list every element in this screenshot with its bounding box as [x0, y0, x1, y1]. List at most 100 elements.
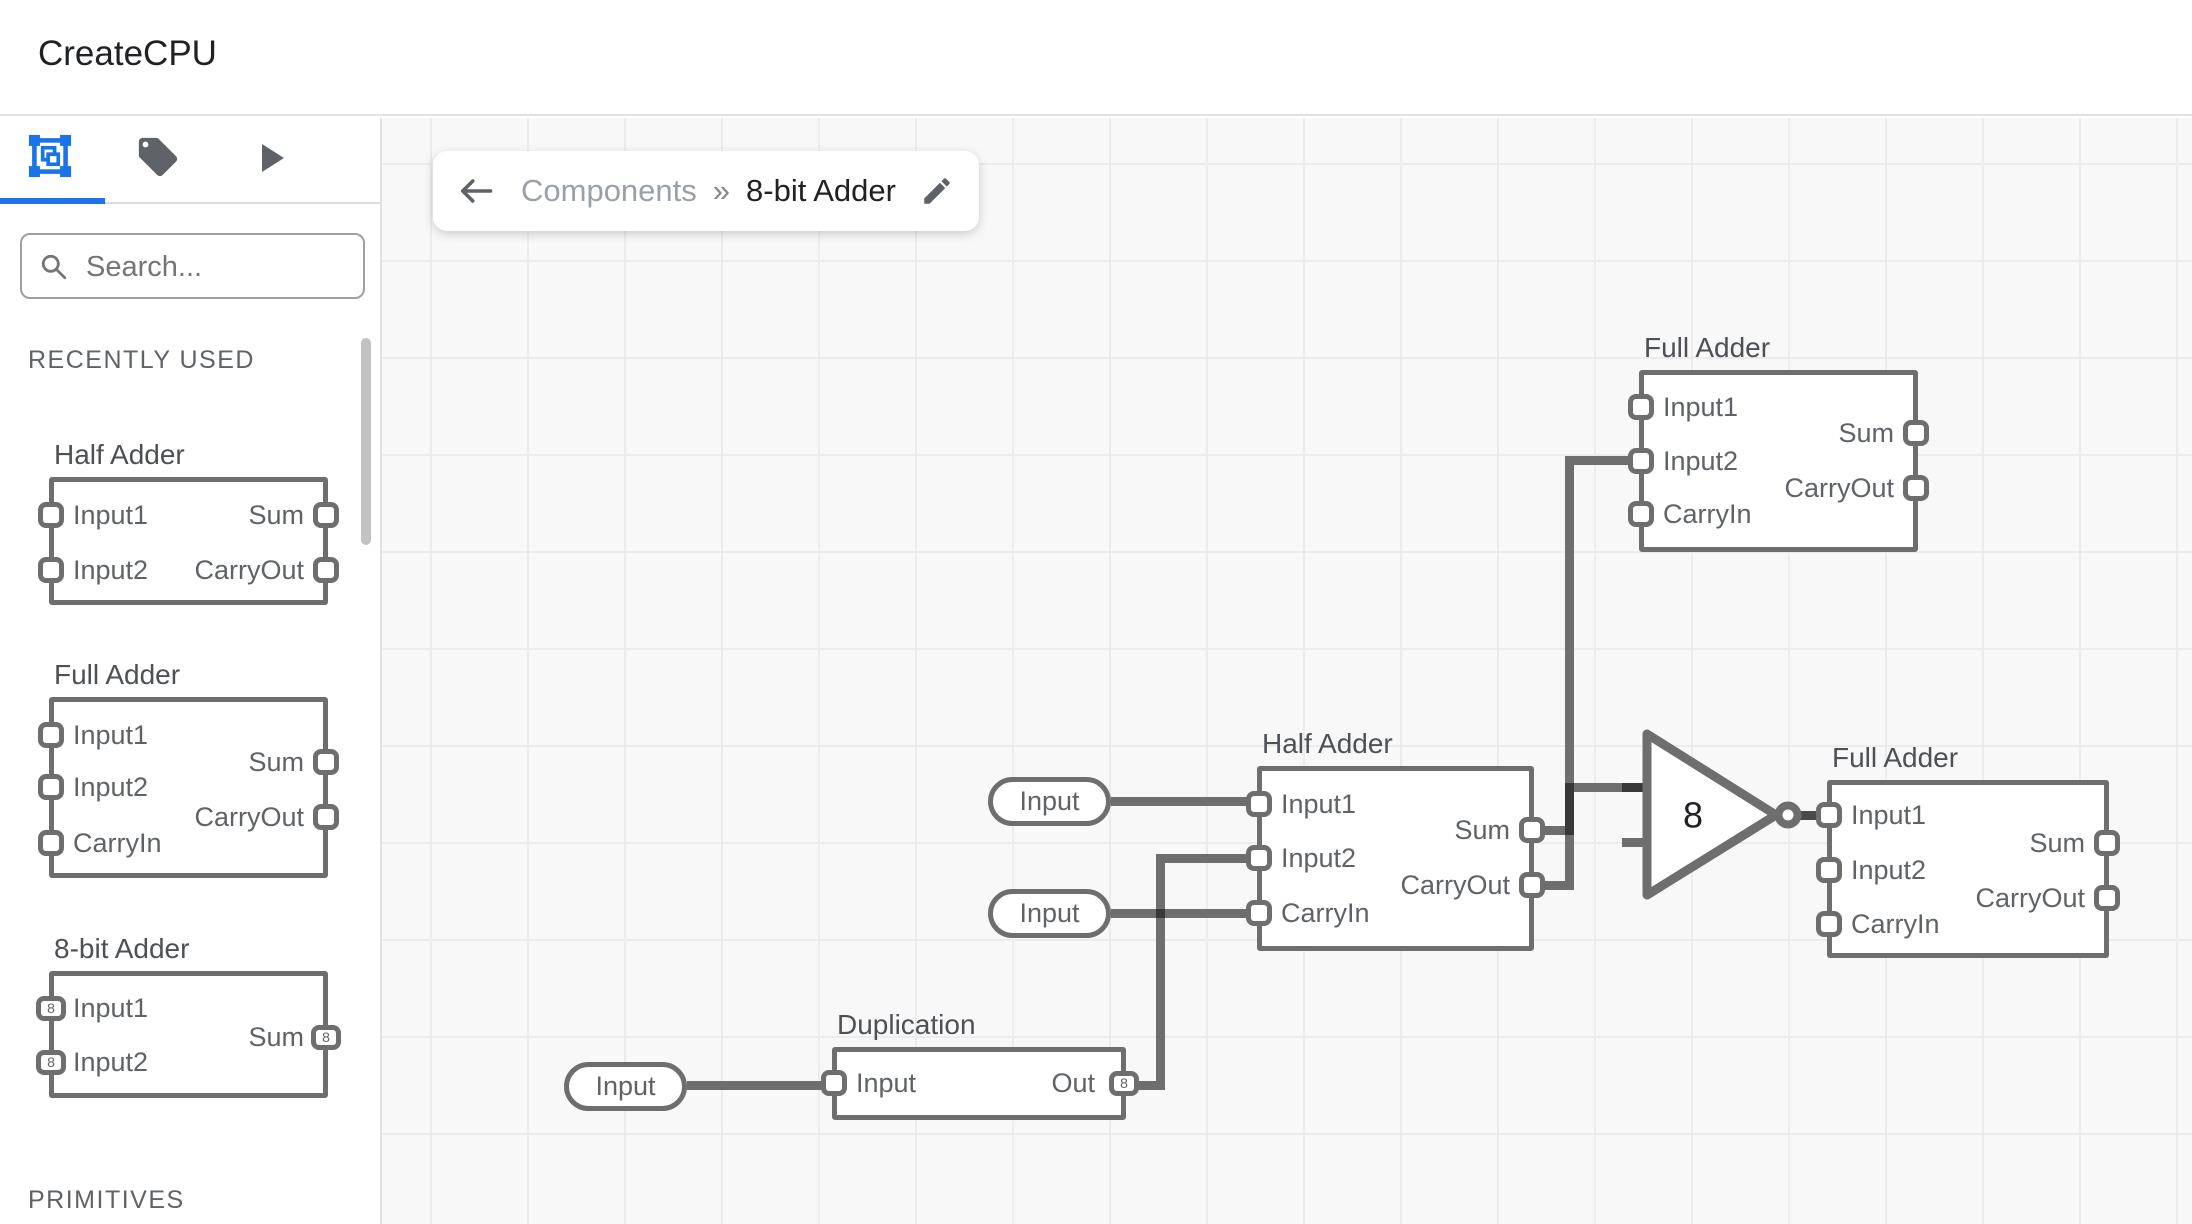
wire-crossing	[1156, 909, 1165, 918]
node-full-adder-top[interactable]: Full Adder Input1 Input2 CarryIn Sum Car…	[1628, 332, 1929, 552]
wire[interactable]	[1156, 854, 1165, 1090]
port-label: Sum	[248, 747, 304, 777]
port-input2[interactable]	[1246, 845, 1272, 871]
wire[interactable]	[1534, 881, 1574, 890]
port-label: Sum	[2029, 828, 2085, 858]
port-input2[interactable]	[1628, 448, 1654, 474]
node-half-adder[interactable]: Half Adder Input1 Input2 CarryIn Sum Car…	[1246, 728, 1545, 951]
wire[interactable]	[1111, 797, 1257, 806]
component-title: 8-bit Adder	[54, 933, 190, 964]
port-input2[interactable]	[1816, 857, 1842, 883]
port-label: Input2	[73, 772, 149, 802]
port-label: Input1	[73, 993, 149, 1023]
port-label: Input1	[1851, 800, 1927, 830]
not-gate-8bit[interactable]: 8	[1638, 725, 1818, 905]
gate-bubble	[1774, 801, 1802, 829]
port-label: Sum	[248, 1022, 304, 1052]
port-label: Input2	[73, 555, 149, 585]
breadcrumb-separator-icon: »	[712, 173, 731, 208]
wire[interactable]	[1799, 811, 1828, 820]
port-input2-bus8[interactable]: 8	[36, 1050, 66, 1075]
port-input2[interactable]	[38, 774, 64, 800]
back-arrow-icon[interactable]	[455, 171, 495, 211]
active-tab-underline	[0, 198, 105, 204]
port-carryin[interactable]	[38, 830, 64, 856]
port-sum[interactable]	[313, 749, 339, 775]
input-pill-label: Input	[1019, 786, 1080, 816]
port-label: Input1	[73, 500, 149, 530]
input-pill[interactable]: Input	[988, 889, 1111, 938]
port-sum[interactable]	[1903, 420, 1929, 446]
port-carryout[interactable]	[1519, 872, 1545, 898]
port-carryout[interactable]	[2094, 885, 2120, 911]
wire-overlap	[1565, 783, 1574, 835]
component-title: Half Adder	[54, 439, 185, 470]
wire[interactable]	[1565, 456, 1639, 465]
port-input[interactable]	[821, 1070, 847, 1096]
wire[interactable]	[1156, 854, 1257, 863]
components-frame-icon	[28, 134, 72, 178]
port-sum[interactable]	[1519, 817, 1545, 843]
port-label: Input2	[1851, 855, 1927, 885]
node-title: Full Adder	[1832, 742, 1959, 773]
port-carryout[interactable]	[1903, 475, 1929, 501]
port-input2[interactable]	[38, 557, 64, 583]
input-pill[interactable]: Input	[564, 1062, 687, 1111]
port-label: Sum	[1838, 418, 1894, 448]
tab-tags[interactable]	[110, 118, 220, 204]
wire[interactable]	[1565, 456, 1574, 890]
port-out-bus8[interactable]: 8	[1109, 1071, 1139, 1096]
search-box[interactable]	[20, 233, 365, 299]
search-input[interactable]	[84, 239, 358, 295]
tab-components[interactable]	[0, 118, 110, 204]
node-title: Full Adder	[1644, 332, 1771, 363]
sidebar-tabs	[0, 118, 380, 204]
port-input1[interactable]	[1246, 791, 1272, 817]
wire[interactable]	[687, 1081, 837, 1090]
port-label: CarryIn	[1851, 909, 1940, 939]
port-carryin[interactable]	[1628, 501, 1654, 527]
input-pill-label: Input	[1019, 898, 1080, 928]
port-sum[interactable]	[2094, 830, 2120, 856]
port-label: Input	[856, 1068, 917, 1098]
port-carryin[interactable]	[1246, 900, 1272, 926]
wire[interactable]	[1534, 826, 1574, 835]
port-input1[interactable]	[38, 722, 64, 748]
port-carryout[interactable]	[313, 557, 339, 583]
sidebar-scrollbar[interactable]	[361, 338, 371, 545]
node-duplication[interactable]: Duplication 8 Input Out	[821, 1009, 1139, 1120]
port-input1[interactable]	[1816, 802, 1842, 828]
wire[interactable]	[1565, 783, 1622, 792]
port-label: Sum	[248, 500, 304, 530]
node-title: Half Adder	[1262, 728, 1393, 759]
tab-run[interactable]	[220, 118, 330, 204]
wire[interactable]	[1111, 909, 1257, 918]
port-label: Sum	[1454, 815, 1510, 845]
breadcrumb-current: 8-bit Adder	[746, 173, 896, 208]
edit-pencil-icon[interactable]	[920, 174, 954, 208]
port-label: Input2	[73, 1047, 149, 1077]
port-carryin[interactable]	[1816, 911, 1842, 937]
port-label: Input2	[1663, 446, 1739, 476]
port-label: CarryOut	[1400, 870, 1510, 900]
breadcrumb: Components » 8-bit Adder	[433, 151, 979, 231]
port-input1-bus8[interactable]: 8	[36, 996, 66, 1021]
wire[interactable]	[1126, 1081, 1165, 1090]
port-sum-bus8[interactable]: 8	[311, 1025, 341, 1050]
header-bar: CreateCPU	[0, 0, 2192, 116]
input-pill[interactable]: Input	[988, 777, 1111, 826]
app-title: CreateCPU	[38, 34, 217, 73]
breadcrumb-parent[interactable]: Components	[521, 173, 697, 208]
tag-icon	[138, 137, 178, 177]
port-label: Out	[1051, 1068, 1095, 1098]
port-input1[interactable]	[38, 502, 64, 528]
port-input1[interactable]	[1628, 394, 1654, 420]
port-label: CarryOut	[194, 802, 304, 832]
port-sum[interactable]	[313, 502, 339, 528]
node-full-adder-right[interactable]: Full Adder Input1 Input2 CarryIn Sum Car…	[1816, 742, 2120, 958]
section-label-recently-used: RECENTLY USED	[28, 346, 255, 374]
circuit-canvas[interactable]	[382, 118, 2192, 1224]
port-carryout[interactable]	[313, 804, 339, 830]
search-icon	[41, 254, 67, 280]
gate-input-stub[interactable]	[1622, 838, 1648, 847]
